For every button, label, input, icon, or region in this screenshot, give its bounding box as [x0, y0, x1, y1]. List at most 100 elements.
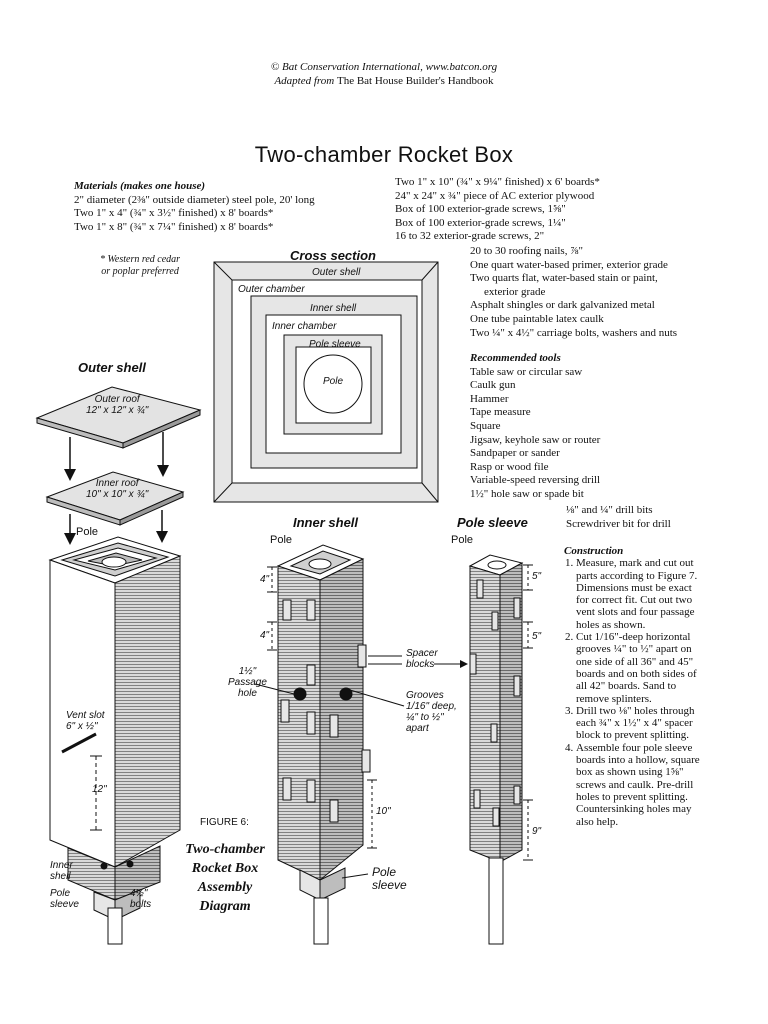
label-line: Pole — [50, 888, 71, 899]
tool-item: Hammer — [470, 392, 509, 405]
tool-item: ⅛" and ¼" drill bits — [566, 504, 653, 516]
outer-pole-label: Pole — [76, 526, 99, 538]
material-item: Two 1" x 4" (¾" x 3½" finished) x 8' boa… — [74, 207, 274, 220]
label-line: apart — [406, 723, 429, 734]
material-item: Two 1" x 10" (¾" x 9¼" finished) x 6' bo… — [395, 176, 600, 188]
material-item: One tube paintable latex caulk — [470, 312, 604, 325]
figure-number: FIGURE 6: — [200, 817, 249, 828]
materials-right: Two 1" x 10" (¾" x 9¼" finished) x 6' bo… — [395, 176, 725, 244]
material-item: Two quarts flat, water-based stain or pa… — [470, 272, 658, 285]
dim-12-label: 12" — [92, 784, 107, 795]
label-line: sleeve — [50, 899, 79, 910]
materials-heading: Materials (makes one house) — [74, 180, 206, 192]
vent-slot-label: Vent slot 6" x ½" — [66, 710, 105, 732]
material-item: Asphalt shingles or dark galvanized meta… — [470, 299, 655, 312]
outer-inner-shell-label: Inner shell — [50, 860, 73, 882]
tool-item: Sandpaper or sander — [470, 447, 560, 460]
page-title: Two-chamber Rocket Box — [254, 142, 514, 167]
label-line: bolts — [130, 899, 152, 910]
construction-heading: Construction — [564, 545, 624, 557]
material-item: Box of 100 exterior-grade screws, 1⅝" — [395, 203, 566, 216]
credit-line-1: © Bat Conservation International, www.ba… — [270, 61, 498, 73]
inner-pole-sleeve-label: Pole sleeve — [372, 866, 407, 892]
construction-step: Cut 1/16"-deep horizontal grooves ¼" to … — [576, 631, 702, 705]
label-line: 1/16" deep, — [406, 701, 457, 712]
label-line: 4½" — [130, 888, 148, 899]
caption-line: Diagram — [199, 899, 251, 914]
credit-line-2: Adapted from The Bat House Builder's Han… — [0, 74, 768, 88]
credit-book: The Bat House Builder's Handbook — [336, 75, 494, 87]
tools-list: Recommended tools Table saw or circular … — [470, 352, 730, 502]
cs-label-inner-shell: Inner shell — [310, 303, 357, 314]
cs-label-outer-chamber: Outer chamber — [238, 284, 305, 295]
inner-shell-diagram — [254, 544, 405, 945]
cs-label-outer-shell: Outer shell — [312, 267, 361, 278]
label-line: Passage — [228, 677, 267, 688]
material-item: 20 to 30 roofing nails, ⅞" — [470, 245, 583, 257]
footnote-line: or poplar preferred — [101, 266, 179, 277]
cross-section-diagram — [213, 261, 439, 503]
credit-prefix: Adapted from — [274, 75, 337, 87]
footnote-line: * Western red cedar — [100, 254, 181, 265]
tool-item: Tape measure — [470, 406, 531, 419]
figure-caption: Two-chamber Rocket Box Assembly Diagram — [170, 840, 280, 916]
vent-slot-name: Vent slot — [66, 710, 105, 721]
inner-roof-size: 10" x 10" x ¾" — [86, 489, 149, 500]
inner-roof-label: Inner roof 10" x 10" x ¾" — [86, 478, 148, 500]
construction-step: Measure, mark and cut out parts accordin… — [576, 557, 702, 631]
passage-hole-label: 1½" Passage hole — [228, 666, 267, 699]
tool-item: Square — [470, 419, 501, 432]
material-item: Two 1" x 8" (¾" x 7¼" finished) x 8' boa… — [74, 220, 274, 233]
tool-item: Jigsaw, keyhole saw or router — [470, 433, 601, 446]
construction-step: Assemble four pole sleeve boards into a … — [576, 742, 702, 828]
material-item: exterior grade — [484, 285, 546, 298]
credit-block: © Bat Conservation International, www.ba… — [0, 60, 768, 88]
label-line: Inner — [50, 860, 73, 871]
material-item: Box of 100 exterior-grade screws, 1¼" — [395, 216, 566, 229]
grooves-label: Grooves 1/16" deep, ¼" to ½" apart — [406, 690, 457, 734]
tools-list-2: ⅛" and ¼" drill bits Screwdriver bit for… — [566, 504, 746, 531]
cs-label-pole: Pole — [323, 376, 344, 387]
label-line: Spacer — [406, 648, 438, 659]
caption-line: Rocket Box — [191, 861, 259, 876]
label-line: 1½" — [238, 666, 257, 677]
sleeve-dim-5-a: 5" — [532, 571, 542, 582]
cs-label-inner-chamber: Inner chamber — [272, 321, 337, 332]
tool-item: Table saw or circular saw — [470, 365, 583, 378]
inner-roof-name: Inner roof — [95, 478, 139, 489]
bolts-label: 4½" bolts — [130, 888, 151, 910]
inner-dim-10: 10" — [376, 806, 391, 817]
sleeve-dim-5-b: 5" — [532, 631, 542, 642]
label-line: shell — [50, 871, 71, 882]
caption-line: Assembly — [197, 880, 253, 895]
tool-item: Variable-speed reversing drill — [470, 474, 601, 487]
tool-item: 1½" hole saw or spade bit — [470, 487, 584, 500]
sleeve-dim-9: 9" — [532, 826, 542, 837]
cs-label-pole-sleeve: Pole sleeve — [309, 339, 361, 350]
outer-pole-sleeve-label: Pole sleeve — [50, 888, 79, 910]
tool-item: Screwdriver bit for drill — [566, 517, 671, 530]
construction-section: Construction Measure, mark and cut out p… — [564, 545, 702, 828]
label-line: sleeve — [372, 878, 407, 892]
material-item: One quart water-based primer, exterior g… — [470, 258, 668, 271]
label-line: ¼" to ½" — [406, 712, 444, 723]
label-line: blocks — [406, 659, 435, 670]
pole-sleeve-title: Pole sleeve — [457, 515, 528, 530]
inner-dim-4-a: 4" — [260, 574, 270, 585]
outer-roof-size: 12" x 12" x ¾" — [86, 405, 149, 416]
inner-shell-title: Inner shell — [293, 515, 359, 530]
material-item: Two ¼" x 4½" carriage bolts, washers and… — [470, 326, 678, 339]
material-item: 24" x 24" x ¾" piece of AC exterior plyw… — [395, 189, 595, 202]
caption-line: Two-chamber — [185, 842, 265, 857]
tools-heading: Recommended tools — [470, 352, 561, 364]
label-line: Grooves — [406, 690, 444, 701]
materials-right-2: 20 to 30 roofing nails, ⅞" One quart wat… — [470, 245, 730, 340]
inner-pole-label: Pole — [270, 534, 293, 546]
material-item: 2" diameter (2⅜" outside diameter) steel… — [74, 193, 315, 206]
tool-item: Rasp or wood file — [470, 460, 549, 473]
label-line: Pole — [372, 865, 397, 879]
outer-roof-label: Outer roof 12" x 12" x ¾" — [86, 394, 148, 416]
outer-roof-name: Outer roof — [94, 394, 140, 405]
sleeve-pole-label: Pole — [451, 534, 474, 546]
